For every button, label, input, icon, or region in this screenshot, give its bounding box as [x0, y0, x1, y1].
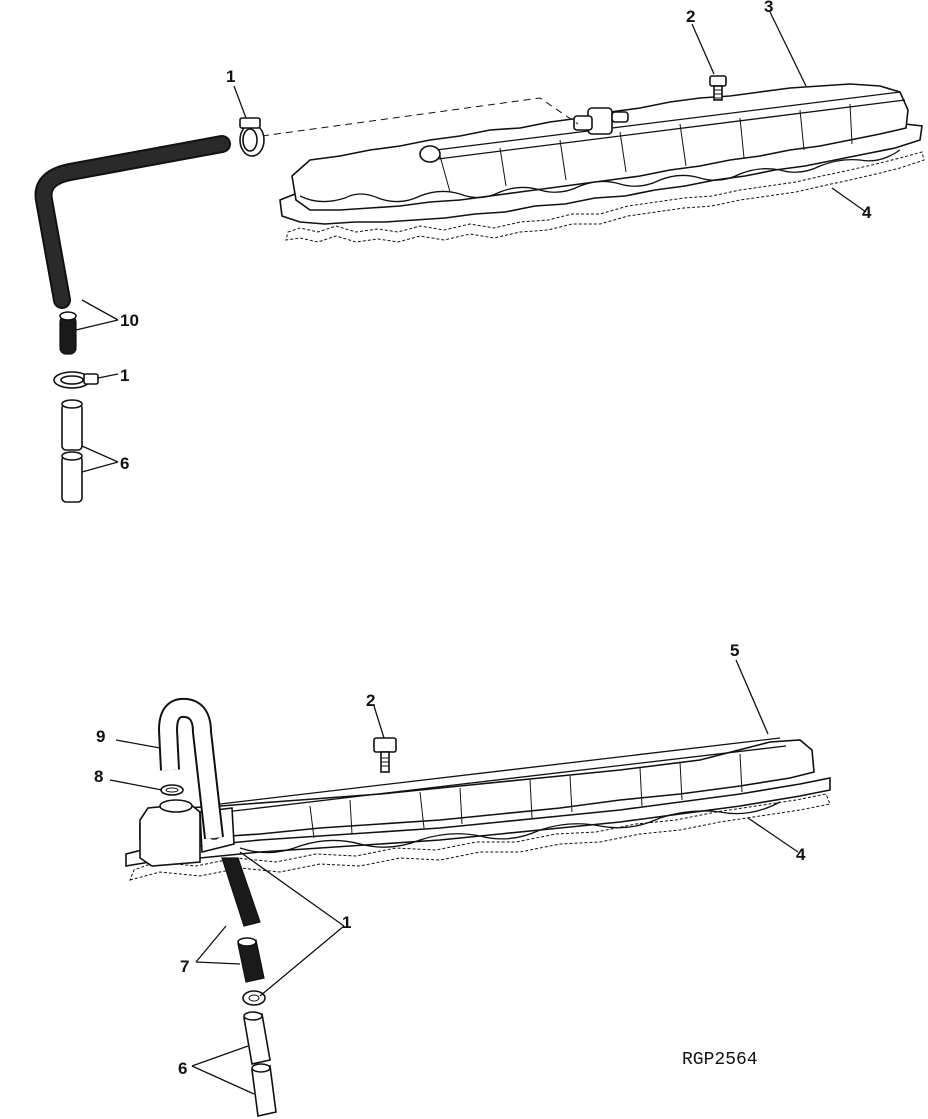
top-cover-ridge [419, 91, 906, 161]
bottom-callout-8: 8 [94, 767, 103, 786]
top-leaders [75, 11, 867, 473]
bottom-o-ring [160, 784, 184, 796]
top-callout-1a: 1 [226, 67, 235, 86]
top-assembly: 1 2 3 4 10 1 6 [34, 0, 925, 503]
top-breather-fitting [419, 107, 629, 163]
bottom-tube [243, 1011, 277, 1117]
bottom-callout-4: 4 [796, 845, 806, 864]
top-callout-2: 2 [686, 7, 695, 26]
top-tube [61, 399, 83, 503]
bottom-callout-2: 2 [366, 691, 375, 710]
top-cover-scallops [299, 149, 901, 203]
top-callout-6: 6 [120, 454, 129, 473]
top-clamp-a [239, 117, 265, 157]
bottom-hose [221, 857, 261, 927]
bottom-rocker-cover-body [139, 739, 815, 843]
top-dashed-leader [261, 97, 579, 137]
top-callout-4: 4 [862, 203, 872, 222]
bottom-cover-bays [309, 753, 743, 839]
bottom-leaders [109, 659, 799, 1095]
bottom-callout-6: 6 [178, 1059, 187, 1078]
top-gasket [285, 151, 925, 243]
top-callout-1b: 1 [120, 366, 129, 385]
bottom-callout-1: 1 [342, 913, 351, 932]
top-callout-3: 3 [764, 0, 773, 16]
figure-code: RGP2564 [682, 1050, 758, 1070]
bottom-clamp [242, 990, 266, 1006]
bottom-assembly: 2 5 9 8 4 1 7 6 [94, 641, 831, 1117]
bottom-callout-7: 7 [180, 957, 189, 976]
top-clamp-b [53, 371, 99, 389]
bottom-rocker-cover-flange [125, 777, 831, 867]
bottom-gasket [129, 793, 831, 881]
top-callout-10: 10 [120, 311, 139, 330]
top-cap-screw [709, 75, 727, 101]
bottom-cap-screw [373, 737, 397, 773]
top-hose-short [59, 315, 77, 355]
top-hose-inner [36, 137, 229, 307]
bottom-cover-scallops [239, 801, 781, 854]
bottom-callout-9: 9 [96, 727, 105, 746]
bottom-callout-5: 5 [730, 641, 739, 660]
top-cover-bays [439, 103, 853, 193]
bottom-cover-ridge [219, 737, 787, 813]
